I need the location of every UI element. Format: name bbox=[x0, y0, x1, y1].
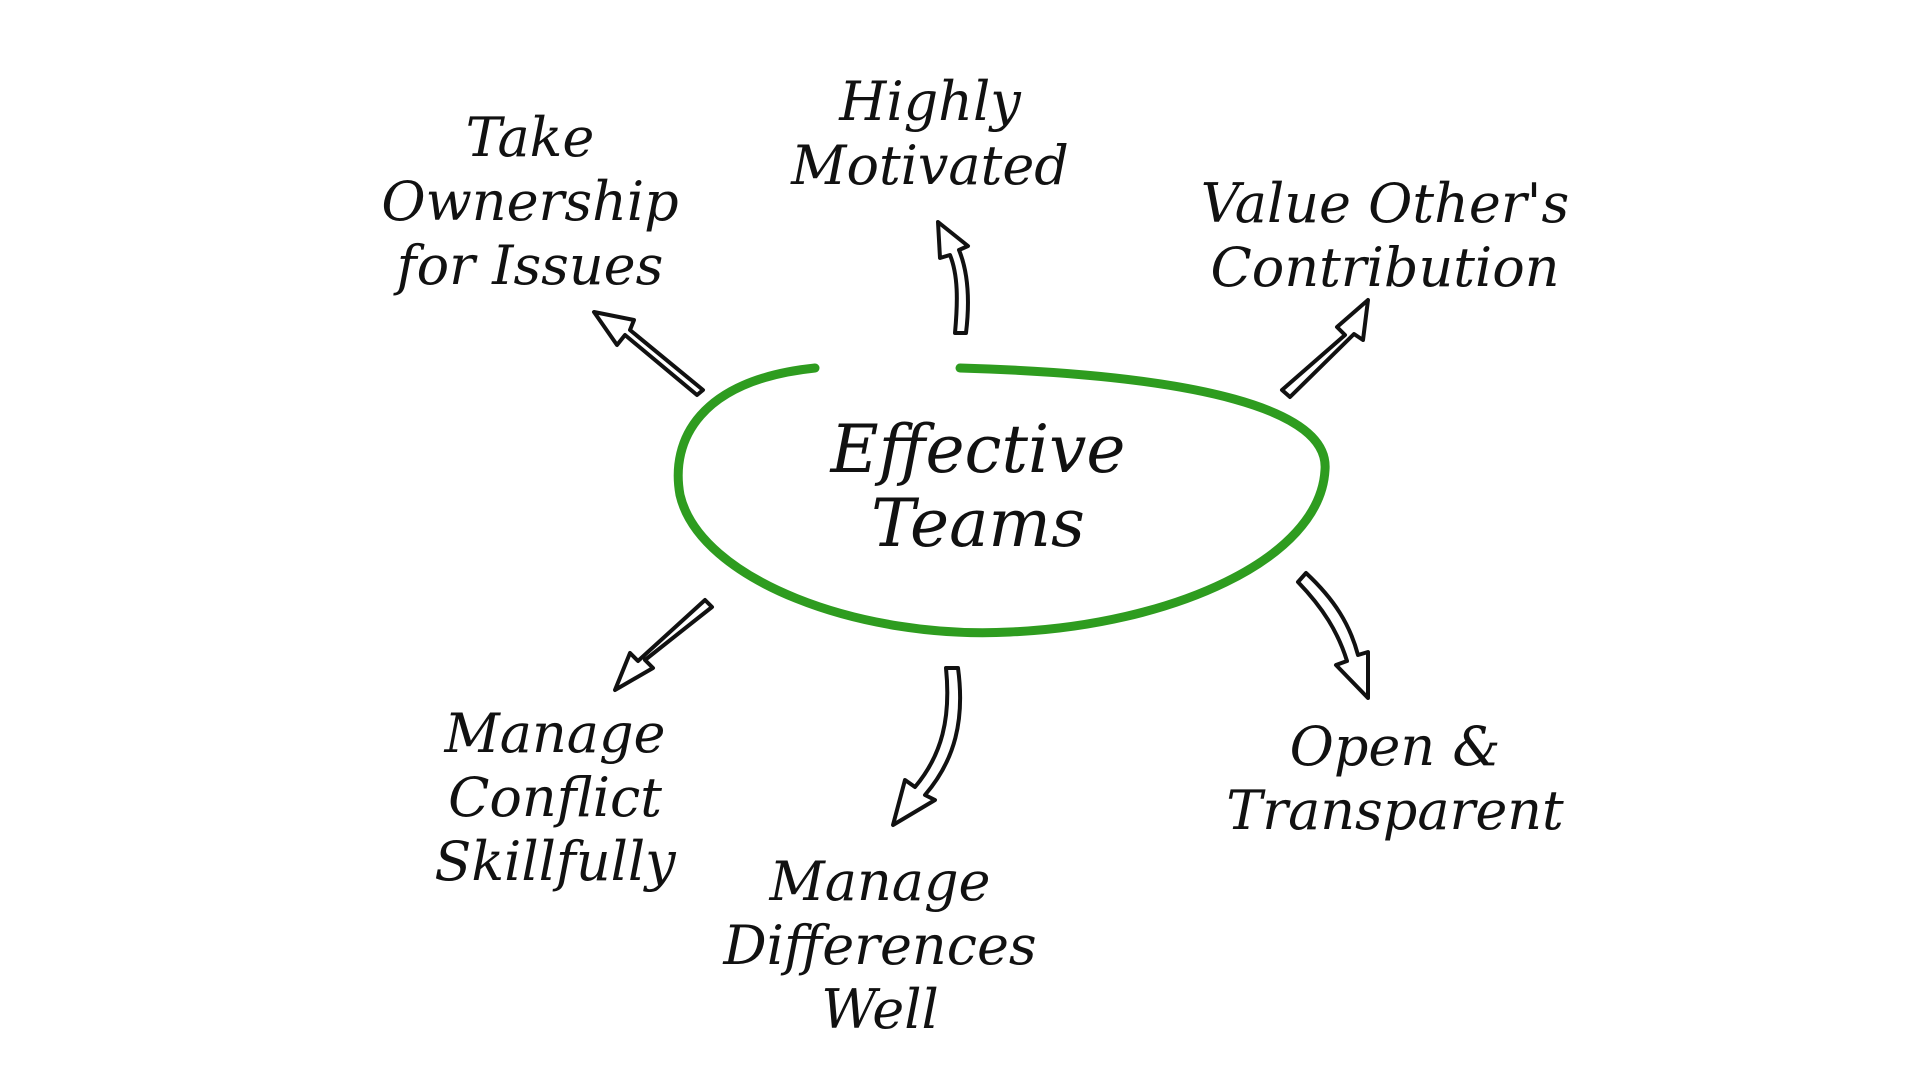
branch-line: Ownership bbox=[381, 170, 679, 233]
branch-line: Conflict bbox=[448, 766, 662, 829]
branch-line: Manage bbox=[769, 850, 991, 913]
arrow-manage-differences bbox=[891, 666, 963, 827]
arrow-manage-conflict bbox=[613, 598, 714, 692]
branch-line: Contribution bbox=[1210, 236, 1560, 299]
branch-line: Motivated bbox=[791, 134, 1069, 197]
branch-label-value-others: Value Other's Contribution bbox=[1201, 172, 1569, 300]
arrow-value-others bbox=[1280, 298, 1370, 399]
branch-line: Take bbox=[465, 106, 595, 169]
branch-line: for Issues bbox=[396, 234, 664, 297]
arrow-highly-motivated bbox=[936, 220, 970, 335]
arrow-open-transparent bbox=[1296, 571, 1370, 700]
branch-line: Open & bbox=[1289, 715, 1501, 778]
branch-line: Manage bbox=[444, 702, 666, 765]
center-label-line-2: Teams bbox=[871, 485, 1085, 562]
branch-line: Well bbox=[821, 978, 939, 1041]
branch-line: Transparent bbox=[1226, 779, 1564, 842]
branch-line: Differences bbox=[723, 914, 1037, 977]
arrow-take-ownership bbox=[592, 310, 705, 397]
branch-label-open-transparent: Open & Transparent bbox=[1226, 715, 1564, 843]
center-label: Effective Teams bbox=[831, 413, 1126, 561]
branch-line: Value Other's bbox=[1200, 172, 1570, 235]
branch-line: Skillfully bbox=[434, 830, 676, 893]
branch-line: Highly bbox=[839, 70, 1021, 133]
center-ellipse bbox=[673, 363, 1330, 638]
branch-label-highly-motivated: Highly Motivated bbox=[791, 70, 1069, 198]
branch-label-manage-differences: Manage Differences Well bbox=[723, 850, 1036, 1042]
branch-label-manage-conflict: Manage Conflict Skillfully bbox=[434, 702, 675, 894]
center-label-line-1: Effective bbox=[830, 411, 1126, 488]
branch-label-take-ownership: Take Ownership for Issues bbox=[381, 106, 678, 298]
